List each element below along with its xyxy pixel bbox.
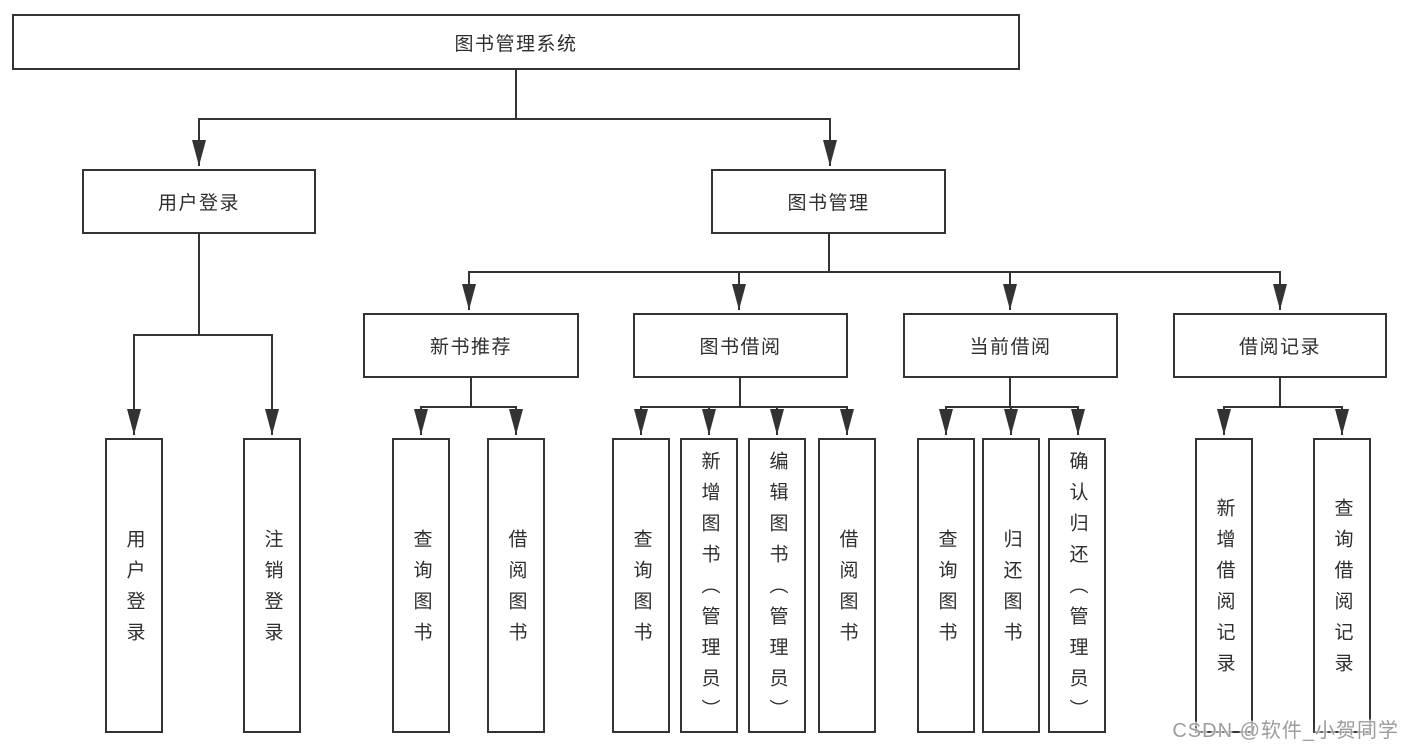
node-current-borrow-label: 当前借阅	[969, 337, 1052, 358]
leaf-confirm-return-admin: 确认归还（管理员）	[1048, 438, 1106, 733]
node-root: 图书管理系统	[12, 14, 1020, 70]
node-book-management: 图书管理	[711, 169, 946, 234]
leaf-edit-book-admin: 编辑图书（管理员）	[748, 438, 806, 733]
node-new-book-recommend: 新书推荐	[363, 313, 579, 378]
node-borrow-records-label: 借阅记录	[1238, 337, 1321, 358]
leaf-borrow-books-recommend: 借阅图书	[487, 438, 545, 733]
node-book-borrow: 图书借阅	[633, 313, 848, 378]
leaf-user-login: 用户登录	[105, 438, 163, 733]
leaf-add-borrow-record: 新增借阅记录	[1195, 438, 1253, 733]
leaf-query-books-current: 查询图书	[917, 438, 975, 733]
leaf-query-books-borrow: 查询图书	[612, 438, 670, 733]
leaf-edit-book-admin-label: 编辑图书（管理员）	[766, 451, 788, 730]
leaf-query-books-borrow-label: 查询图书	[630, 528, 652, 653]
node-book-borrow-label: 图书借阅	[699, 337, 782, 358]
node-user-login: 用户登录	[82, 169, 316, 234]
leaf-return-book: 归还图书	[982, 438, 1040, 733]
leaf-logout: 注销登录	[243, 438, 301, 733]
leaf-confirm-return-admin-label: 确认归还（管理员）	[1066, 451, 1088, 730]
leaf-query-borrow-record-label: 查询借阅记录	[1331, 497, 1353, 684]
leaf-query-books-recommend: 查询图书	[392, 438, 450, 733]
node-root-label: 图书管理系统	[454, 33, 578, 55]
node-current-borrow: 当前借阅	[903, 313, 1118, 378]
leaf-borrow-books-borrow-label: 借阅图书	[836, 528, 858, 653]
node-user-login-label: 用户登录	[157, 193, 240, 214]
leaf-query-borrow-record: 查询借阅记录	[1313, 438, 1371, 733]
node-book-management-label: 图书管理	[787, 193, 870, 214]
leaf-borrow-books-borrow: 借阅图书	[818, 438, 876, 733]
csdn-watermark: CSDN @软件_小贺同学	[1172, 720, 1399, 742]
leaf-logout-label: 注销登录	[261, 528, 283, 653]
leaf-add-book-admin: 新增图书（管理员）	[680, 438, 738, 733]
leaf-query-books-recommend-label: 查询图书	[410, 528, 432, 653]
leaf-return-book-label: 归还图书	[1000, 528, 1022, 653]
leaf-borrow-books-recommend-label: 借阅图书	[505, 528, 527, 653]
leaf-add-borrow-record-label: 新增借阅记录	[1213, 497, 1235, 684]
leaf-query-books-current-label: 查询图书	[935, 528, 957, 653]
leaf-user-login-label: 用户登录	[123, 528, 145, 653]
node-borrow-records: 借阅记录	[1173, 313, 1387, 378]
node-new-book-recommend-label: 新书推荐	[429, 337, 512, 358]
leaf-add-book-admin-label: 新增图书（管理员）	[698, 451, 720, 730]
